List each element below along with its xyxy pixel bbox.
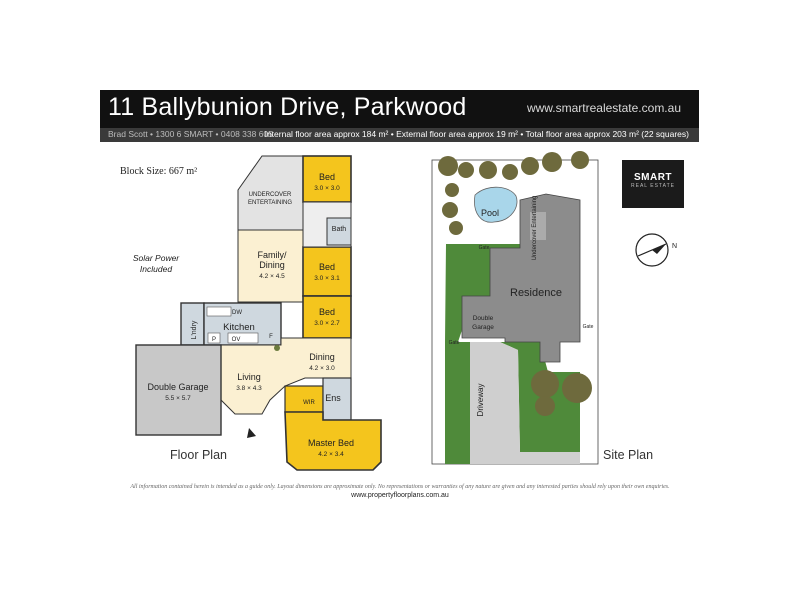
- garage-dims: 5.5 × 5.7: [165, 395, 191, 402]
- family-room: [237, 229, 304, 303]
- logo-sub: REAL ESTATE: [631, 183, 675, 189]
- driveway-label: Driveway: [476, 384, 485, 417]
- bath-room: [326, 217, 352, 246]
- master-dims: 4.2 × 3.4: [318, 451, 344, 458]
- family-dims: 4.2 × 4.5: [259, 273, 285, 280]
- bed1-dims: 3.0 × 3.0: [314, 185, 340, 192]
- header-bar: 11 Ballybunion Drive, Parkwood www.smart…: [100, 90, 699, 128]
- bedroom-1: [302, 155, 352, 203]
- laundry-label: L'ndry: [191, 320, 198, 339]
- garage-room: [135, 344, 222, 436]
- undercover-label-1: UNDERCOVER: [249, 192, 292, 198]
- page-title: 11 Ballybunion Drive, Parkwood: [108, 93, 467, 121]
- bed3-dims: 3.0 × 2.7: [314, 320, 340, 327]
- agent-contact: Brad Scott • 1300 6 SMART • 0408 338 605: [108, 129, 273, 139]
- living-label: Living: [237, 372, 261, 382]
- ens-label: Ens: [325, 393, 341, 403]
- block-size: Block Size: 667 m²: [120, 166, 198, 177]
- bed3-label: Bed: [319, 307, 335, 317]
- website-link[interactable]: www.smartrealestate.com.au: [526, 101, 681, 115]
- living-dims: 3.8 × 4.3: [236, 385, 262, 392]
- wir-label: WIR: [303, 400, 315, 406]
- footer-url[interactable]: www.propertyfloorplans.com.au: [351, 492, 449, 499]
- logo-name: SMART: [633, 172, 673, 183]
- gate-left-label: Gate: [449, 340, 460, 346]
- fridge-label: F: [269, 334, 273, 340]
- floor-plan-caption: Floor Plan: [170, 448, 227, 462]
- brand-logo: SMART REAL ESTATE: [622, 160, 684, 208]
- living-area: [220, 337, 352, 415]
- disclaimer-text: All information contained herein is inte…: [130, 484, 670, 490]
- info-bar: Brad Scott • 1300 6 SMART • 0408 338 605…: [100, 128, 699, 142]
- gate-right-label: Gate: [583, 324, 594, 330]
- bath-label: Bath: [332, 226, 347, 233]
- master-label: Master Bed: [308, 438, 354, 448]
- family-label-1: Family/: [258, 250, 287, 260]
- master-bedroom: [284, 411, 382, 471]
- garage-label: Double Garage: [147, 382, 208, 392]
- residence-label: Residence: [510, 287, 562, 299]
- site-plan-caption: Site Plan: [603, 448, 654, 462]
- oven-label: OV: [232, 337, 241, 343]
- site-plan: [431, 151, 599, 465]
- ensuite-room: [322, 377, 352, 421]
- pool-label: Pool: [481, 208, 499, 218]
- gate-top-label: Gate: [479, 245, 490, 251]
- family-label-2: Dining: [259, 260, 285, 270]
- compass-north-label: N: [672, 243, 677, 250]
- pantry-label: P: [212, 337, 216, 343]
- wir-room: [284, 385, 324, 413]
- dw-label: DW: [232, 310, 242, 316]
- bed2-label: Bed: [319, 262, 335, 272]
- bed1-label: Bed: [319, 172, 335, 182]
- floor-areas: Internal floor area approx 184 m² • Exte…: [264, 129, 689, 139]
- kitchen-label: Kitchen: [223, 322, 255, 333]
- site-garage-label-2: Garage: [472, 324, 494, 331]
- site-garage-label-1: Double: [473, 315, 494, 322]
- solar-note: Solar Power Included: [132, 253, 180, 274]
- compass-icon: N: [635, 233, 677, 267]
- undercover-label-2: ENTERTAINING: [248, 200, 292, 206]
- bedroom-3: [302, 295, 352, 339]
- bed2-dims: 3.0 × 3.1: [314, 275, 340, 282]
- dining-dims: 4.2 × 3.0: [309, 365, 335, 372]
- site-undercover-label: Undercover Entertaining: [532, 196, 538, 261]
- dining-label: Dining: [309, 352, 335, 362]
